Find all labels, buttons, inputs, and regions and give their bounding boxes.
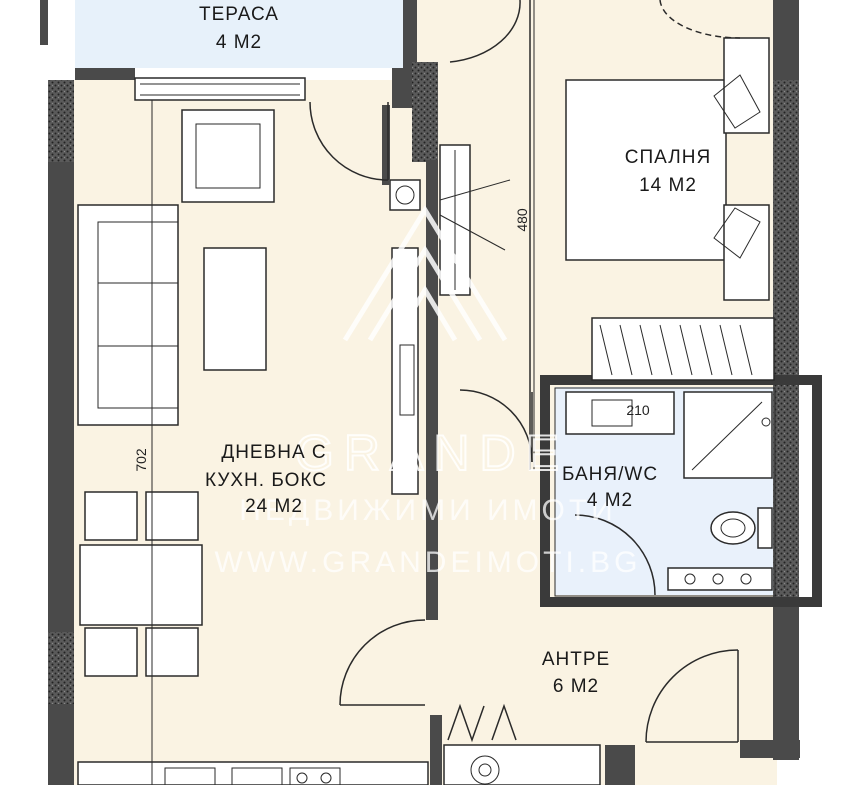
armchair <box>181 109 275 203</box>
corridor-top-door <box>449 0 521 63</box>
sofa <box>77 204 179 426</box>
entrance-bottom-wall <box>605 745 635 785</box>
bedroom-wardrobe <box>591 317 775 381</box>
column-stub <box>382 105 390 185</box>
heater-icon <box>389 179 421 211</box>
terrace-name: ТЕРАСА <box>199 4 279 25</box>
entrance-area: 6 М2 <box>553 676 599 697</box>
living-name-line2: КУХН. БОКС <box>205 470 327 491</box>
entrance-name: АНТРЕ <box>542 649 610 670</box>
watermark-logo <box>342 205 508 342</box>
coffee-table <box>203 247 267 371</box>
right-outer-wall <box>773 80 799 600</box>
living-door-swing <box>339 619 426 706</box>
terrace-side-wall <box>403 0 417 68</box>
terrace-door-swing <box>309 101 389 181</box>
terrace-area: 4 М2 <box>216 32 262 53</box>
dining-set <box>79 491 203 677</box>
kitchen-counter <box>77 761 429 785</box>
sink <box>565 391 675 435</box>
living-name-line1: ДНЕВНА С <box>221 442 326 463</box>
partition-wall-lower <box>430 715 442 785</box>
shower <box>683 391 773 479</box>
left-wall-hatch-bottom <box>48 632 74 704</box>
bathroom-wall-inner <box>554 387 776 597</box>
bath-inner-door-swing <box>574 514 656 596</box>
bedroom-name: СПАЛНЯ <box>625 147 711 168</box>
washing-machine <box>667 567 773 591</box>
shoe-cabinet <box>443 744 601 785</box>
bed <box>565 37 770 301</box>
bathroom-door-swing <box>459 389 533 463</box>
terrace-left-wall <box>40 0 48 45</box>
terrace-floor <box>75 0 403 68</box>
partition-wall-left <box>426 160 438 620</box>
left-wall-hatch-top <box>48 80 74 162</box>
terrace-railing <box>75 68 135 80</box>
right-wall-bottom <box>740 740 800 758</box>
folding-door <box>447 703 517 743</box>
living-area: 24 М2 <box>245 496 303 517</box>
watermark-brand: GRANDE <box>295 425 569 481</box>
bathroom-name: БАНЯ/WC <box>562 464 658 485</box>
bathroom-area: 4 М2 <box>587 490 633 511</box>
partition-wall-upper <box>412 62 438 162</box>
bedroom-area: 14 М2 <box>639 175 697 196</box>
dimension-label-living: 702 <box>133 448 149 472</box>
entrance-door-swing <box>645 649 739 743</box>
right-outer-wall-top <box>773 0 799 80</box>
right-outer-wall-lower <box>773 600 799 760</box>
tv-unit <box>391 247 419 495</box>
toilet-icon <box>710 507 773 549</box>
upper-floor <box>415 0 775 90</box>
terrace-door-frame <box>134 77 306 101</box>
dimension-label-bath: 210 <box>626 402 650 418</box>
dimension-label-corridor: 480 <box>514 208 530 232</box>
watermark-website: WWW.GRANDEIMOTI.BG <box>215 546 642 579</box>
watermark-tagline: НЕДВИЖИМИ ИМОТИ <box>239 494 617 527</box>
